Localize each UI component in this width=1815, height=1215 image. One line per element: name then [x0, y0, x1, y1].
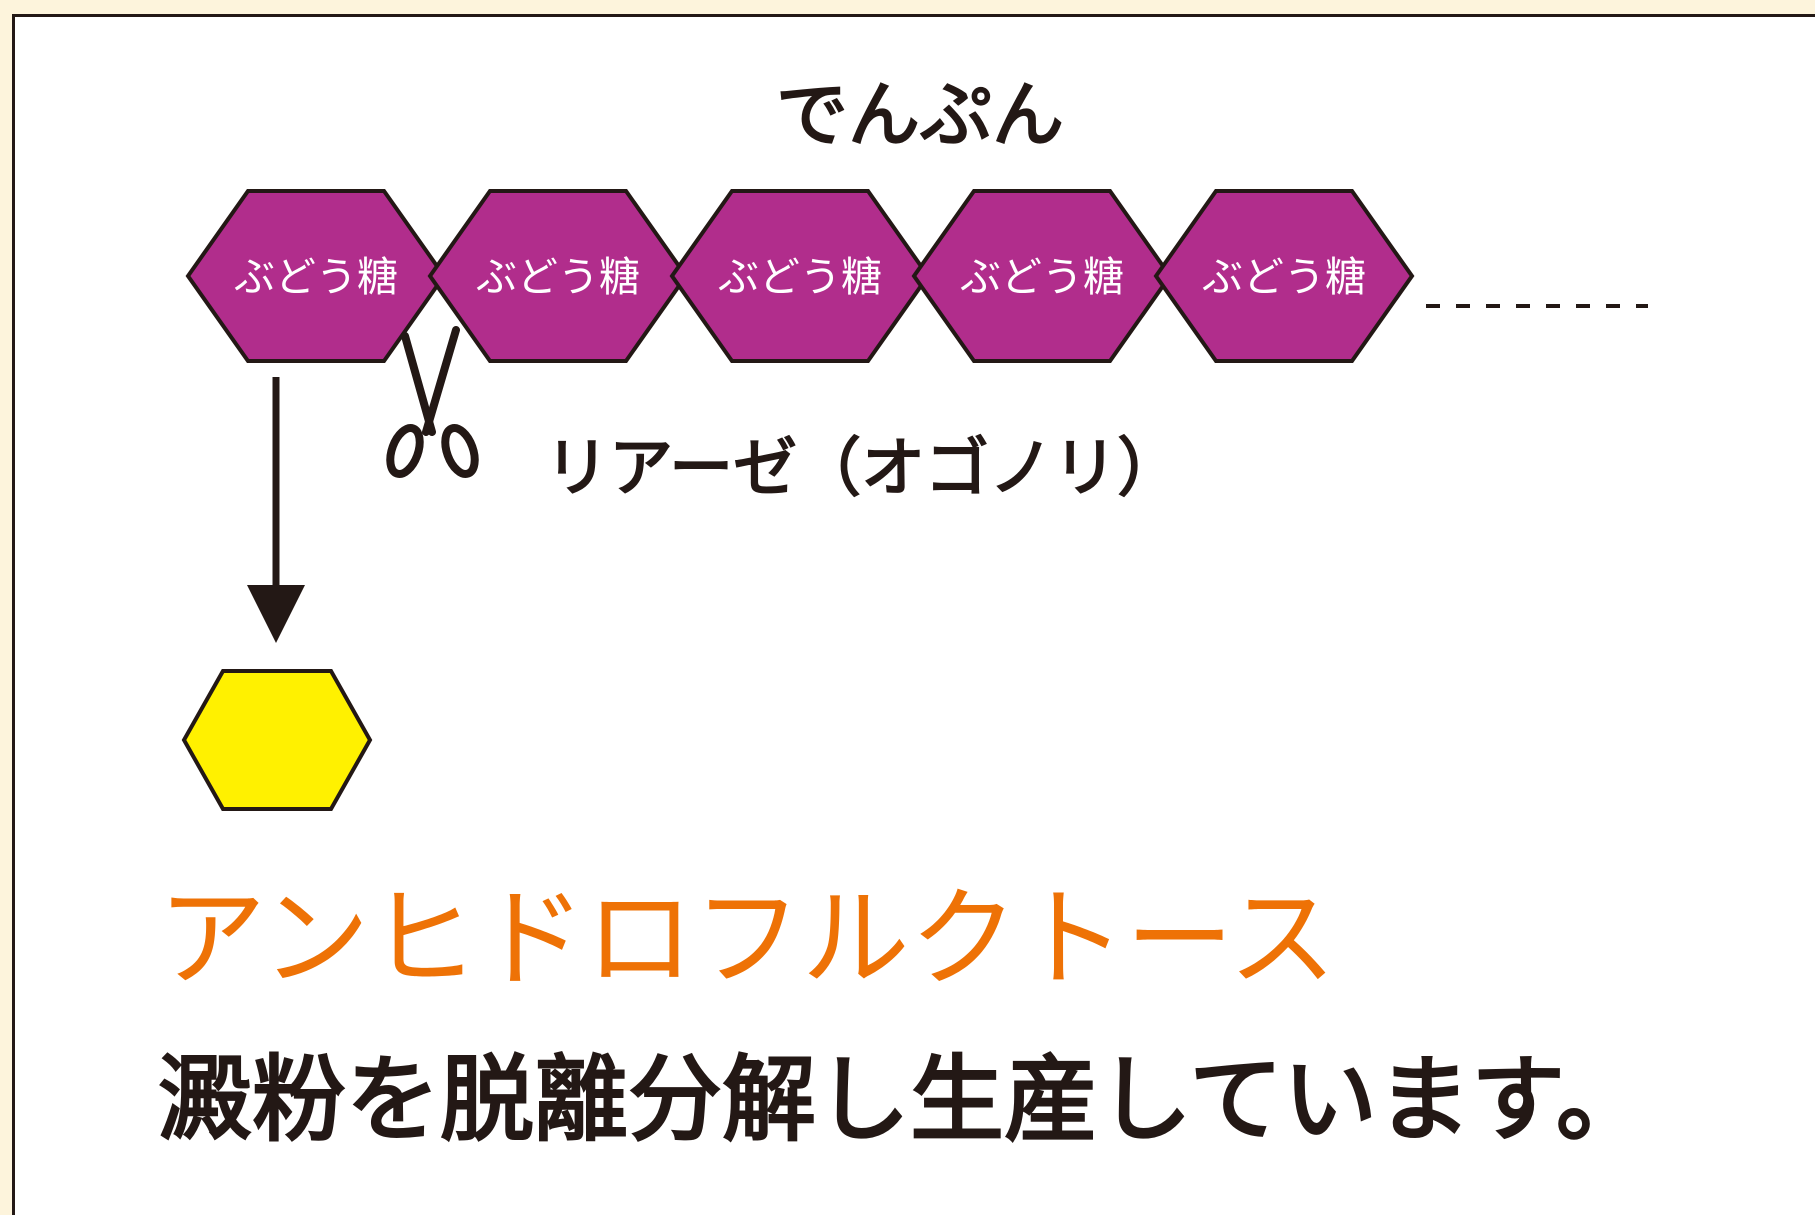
- glucose-unit: ぶどう糖: [1153, 189, 1415, 363]
- glucose-unit: ぶどう糖: [427, 189, 689, 363]
- glucose-unit: ぶどう糖: [911, 189, 1173, 363]
- arrow-down-icon: [247, 377, 305, 643]
- glucose-unit: ぶどう糖: [185, 189, 447, 363]
- starch-title: でんぷん: [776, 73, 1064, 157]
- glucose-unit: ぶどう糖: [669, 189, 931, 363]
- glucose-chain: ぶどう糖 ぶどう糖 ぶどう糖 ぶどう糖 ぶどう糖: [185, 189, 1415, 363]
- product-name: アンヒドロフルクトース: [158, 877, 1336, 1002]
- scissors-icon: [386, 326, 479, 478]
- description-text: 澱粉を脱離分解し生産しています。: [158, 1046, 1650, 1155]
- glucose-label: ぶどう糖: [234, 253, 398, 301]
- glucose-label: ぶどう糖: [718, 253, 882, 301]
- enzyme-label: リアーゼ（オゴノリ）: [545, 432, 1181, 506]
- glucose-label: ぶどう糖: [1202, 253, 1366, 301]
- product-hexagon: [181, 669, 373, 811]
- glucose-label: ぶどう糖: [476, 253, 640, 301]
- glucose-hexagon: [1153, 189, 1415, 363]
- glucose-label: ぶどう糖: [960, 253, 1124, 301]
